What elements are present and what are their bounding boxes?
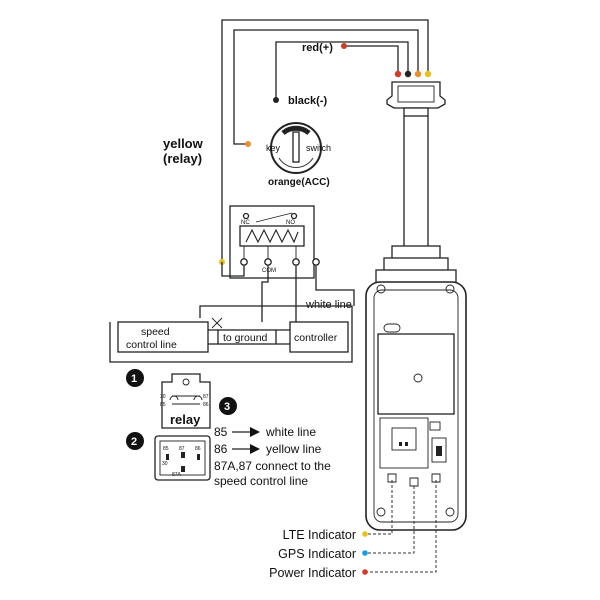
yellow-to-relay (221, 262, 245, 277)
power-leader (366, 480, 437, 573)
device-cable (403, 116, 429, 246)
instr-86-text: yellow line (266, 442, 322, 456)
red-end-dot (341, 43, 347, 49)
orange-end-dot (245, 141, 251, 147)
speed-label-line2: control line (126, 339, 177, 351)
step-3-number: 3 (224, 401, 230, 413)
white-line-label: white line (305, 299, 352, 311)
white-line-wire (315, 266, 355, 306)
step-2-number: 2 (131, 436, 137, 448)
black-wire (275, 41, 409, 98)
relay-picture (161, 373, 211, 429)
instr-line3a: 87A,87 connect to the (214, 459, 331, 473)
relay-coil (245, 228, 299, 244)
relay-nc-label: NC (241, 220, 250, 226)
yellow-pin-dot (424, 70, 432, 78)
relay-no-label: NO (286, 220, 295, 226)
black-pin-dot (404, 70, 412, 78)
relay-pin-85: 85 (160, 402, 166, 408)
lte-indicator-dot (362, 531, 368, 537)
step-3-badge (219, 397, 237, 415)
key-switch (270, 122, 322, 174)
lte-leader (366, 480, 393, 535)
white-terminal (312, 258, 320, 266)
power-indicator-dot (362, 569, 368, 575)
controller-label: controller (294, 332, 338, 344)
bottom-pin-87: 87 (179, 446, 185, 452)
red-pin-dot (394, 70, 402, 78)
bottom-pin-85: 85 (163, 446, 169, 452)
instr-85-num: 85 (214, 425, 228, 439)
bottom-pin-87a: 87A (172, 472, 182, 478)
instr-86-num: 86 (214, 442, 228, 456)
relay-pin-30: 30 (160, 394, 166, 400)
gps-indicator-label: GPS Indicator (278, 547, 356, 561)
gps-tracker-device (365, 245, 467, 531)
black-end-dot (273, 97, 279, 103)
gps-leader (366, 486, 415, 554)
orange-acc-label: orange(ACC) (268, 177, 330, 188)
harness-connector (386, 81, 446, 117)
harness-wires (221, 19, 429, 262)
gps-indicator-dot (362, 550, 368, 556)
speed-control-section (109, 305, 353, 363)
yellow-label-line1: yellow (163, 136, 204, 151)
to-ground-label: to ground (223, 332, 268, 344)
relay-pin-87: 87 (203, 394, 209, 400)
bottom-pin-86: 86 (195, 446, 201, 452)
relay-picture-label: relay (170, 412, 201, 427)
instr-85-text: white line (265, 425, 316, 439)
switch-label: switch (306, 143, 331, 153)
black-label: black(-) (288, 95, 327, 107)
red-wire (346, 45, 399, 72)
instr-line3b: speed control line (214, 474, 308, 488)
red-label: red(+) (302, 42, 333, 54)
yellow-wire (221, 19, 429, 262)
step-1-badge (126, 369, 144, 387)
orange-pin-dot (414, 70, 422, 78)
orange-wire (233, 29, 419, 145)
step-2-badge (126, 432, 144, 450)
key-label: key (266, 143, 281, 153)
lte-indicator-label: LTE Indicator (283, 528, 356, 542)
relay-bottom-picture (154, 435, 211, 481)
relay-com-label: COM (262, 268, 276, 274)
bottom-pin-30: 30 (162, 461, 168, 467)
power-indicator-label: Power Indicator (269, 566, 356, 580)
arrow-86-head (250, 444, 260, 454)
step-1-number: 1 (131, 373, 137, 385)
yellow-label-line2: (relay) (163, 151, 202, 166)
relay-pin-86: 86 (203, 402, 209, 408)
speed-label-line1: speed (141, 326, 170, 338)
com-wire (261, 266, 269, 322)
arrow-85-head (250, 427, 260, 437)
